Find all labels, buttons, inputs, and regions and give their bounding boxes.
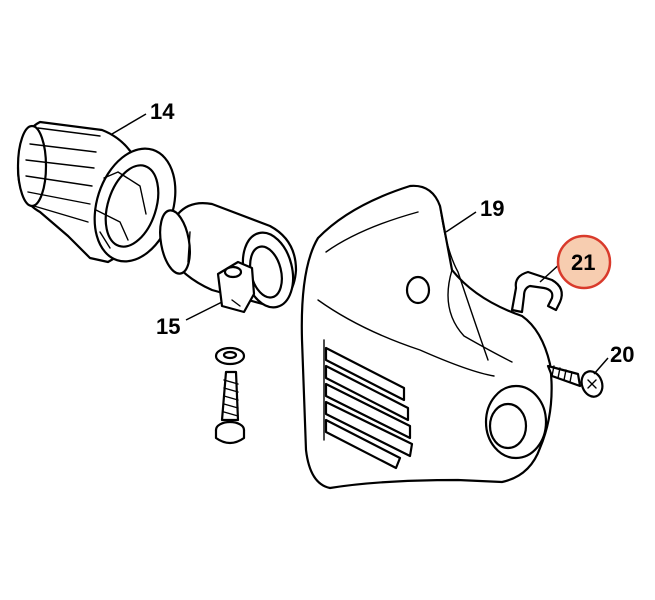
vent-grille [323, 339, 414, 470]
long-screw[interactable] [214, 370, 246, 445]
part-14-ribbed-insert[interactable] [16, 120, 189, 272]
callout-15: 15 [156, 314, 180, 339]
highlight-circle [556, 234, 612, 290]
leader-15 [185, 301, 223, 321]
leader-19 [445, 211, 477, 233]
washer[interactable] [214, 346, 246, 366]
callout-21[interactable]: 21 [571, 250, 595, 275]
callout-14: 14 [150, 99, 175, 124]
part-20-screw[interactable] [546, 364, 606, 400]
part-19-housing-cover[interactable] [300, 184, 553, 490]
part-21-clip[interactable] [510, 270, 563, 314]
part-15-clamp-sleeve[interactable] [156, 202, 301, 314]
callout-20: 20 [610, 342, 634, 367]
callout-19: 19 [480, 196, 504, 221]
leader-14 [111, 113, 147, 135]
leader-20 [593, 357, 609, 375]
